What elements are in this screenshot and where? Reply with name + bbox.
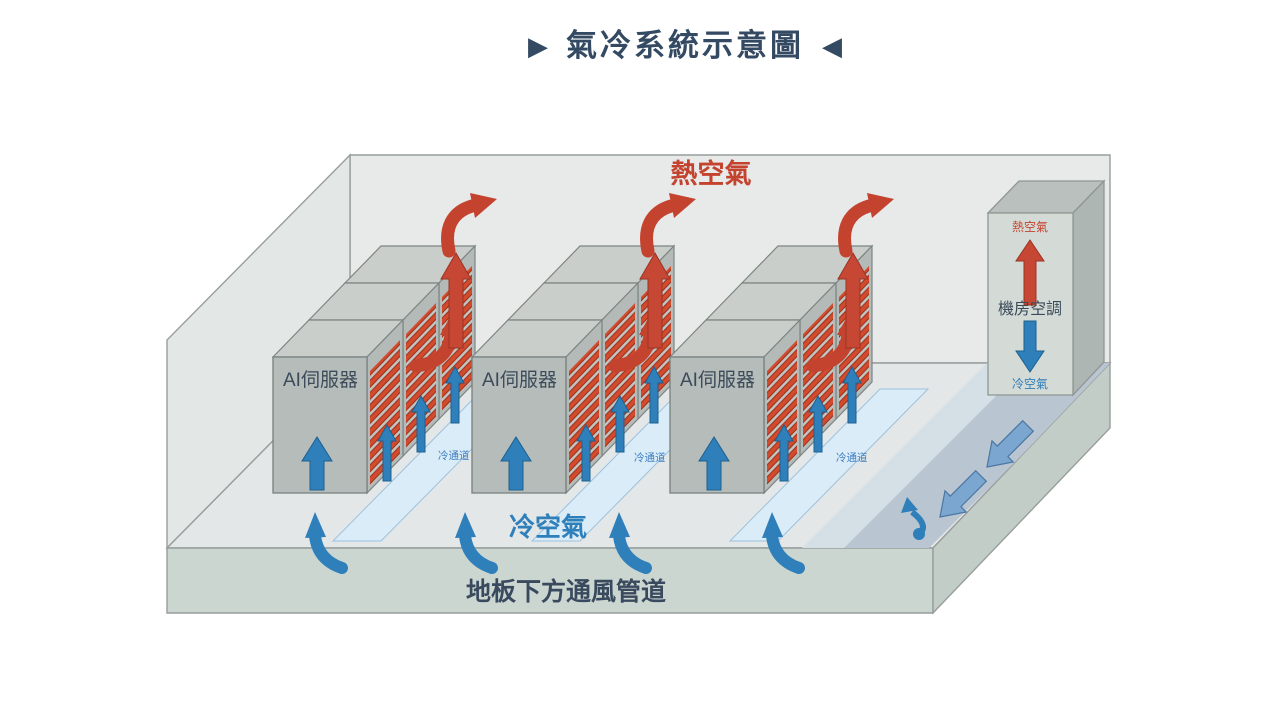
server-label-1: AI伺服器 bbox=[283, 369, 358, 391]
cold-aisle-label-3: 冷通道 bbox=[836, 451, 868, 464]
crac-name-label: 機房空調 bbox=[998, 300, 1062, 318]
page-title-text: 氣冷系統示意圖 bbox=[566, 28, 804, 63]
server-label-2: AI伺服器 bbox=[482, 369, 557, 391]
cold-aisle-label-1: 冷通道 bbox=[438, 449, 470, 462]
crac-cold-arrow bbox=[1015, 320, 1045, 373]
server-label-3: AI伺服器 bbox=[680, 369, 755, 391]
title-right-triangle-icon: ◀ bbox=[822, 31, 842, 61]
crac-right-face bbox=[1072, 179, 1105, 397]
duct-band-light bbox=[790, 363, 1052, 548]
cold-air-label: 冷空氣 bbox=[509, 512, 587, 542]
crac-hot-arrow bbox=[1015, 239, 1045, 306]
crac-hot-air-label: 熱空氣 bbox=[1012, 220, 1048, 234]
page-title: ▶ 氣冷系統示意圖 ◀ bbox=[45, 26, 1280, 66]
crac-cold-air-label: 冷空氣 bbox=[1012, 377, 1048, 391]
crac-unit: 熱空氣 機房空調 冷空氣 bbox=[986, 179, 1106, 397]
duct-entry-curl-arrow bbox=[901, 497, 926, 540]
hot-air-label: 熱空氣 bbox=[671, 158, 752, 189]
title-left-triangle-icon: ▶ bbox=[528, 31, 548, 61]
underfloor-duct-label: 地板下方通風管道 bbox=[466, 577, 666, 606]
cold-aisle-label-2: 冷通道 bbox=[634, 451, 666, 464]
